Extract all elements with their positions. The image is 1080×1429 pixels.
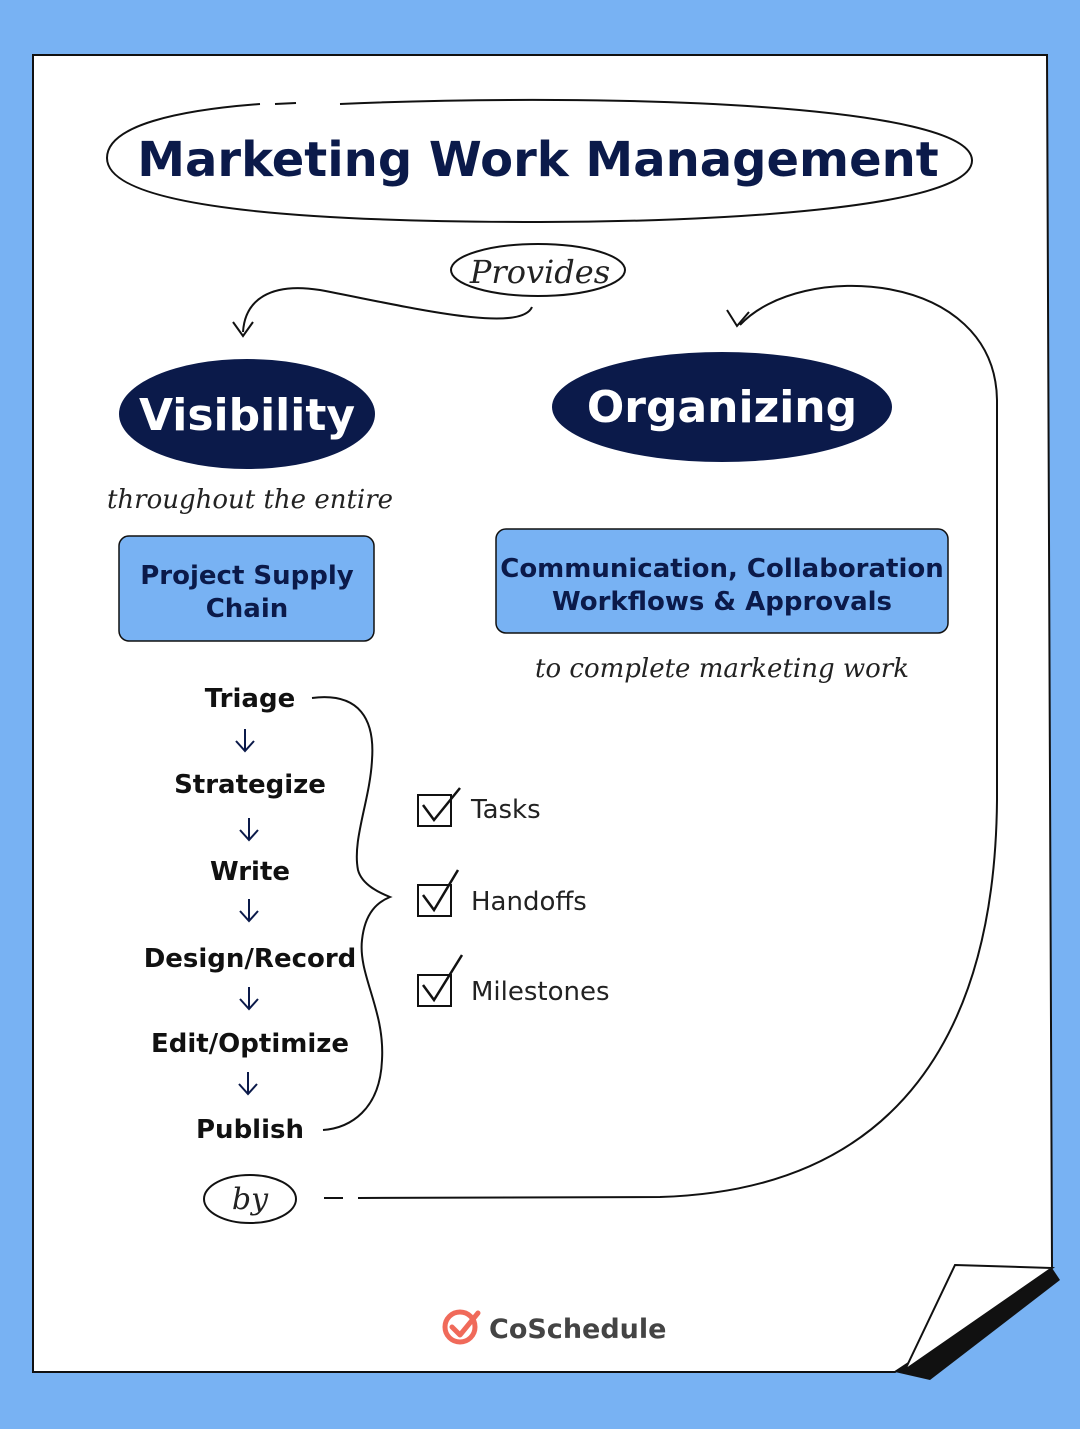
checkmark-icon — [421, 954, 464, 1003]
communication-line-2: Workflows & Approvals — [552, 587, 892, 617]
step-publish: Publish — [196, 1115, 304, 1145]
step-design-record: Design/Record — [144, 944, 357, 974]
loop-arrow-head-icon — [726, 309, 750, 328]
step-arrow-icon — [239, 987, 259, 1011]
check-item-milestones: Milestones — [471, 977, 610, 1007]
check-item-tasks: Tasks — [470, 795, 541, 825]
project-supply-chain-line-1: Project Supply — [140, 561, 354, 591]
organizing-pill — [552, 352, 892, 462]
organizing-label: Organizing — [587, 382, 857, 433]
step-edit-optimize: Edit/Optimize — [151, 1029, 349, 1059]
visibility-pill — [119, 359, 375, 469]
provides-label: Provides — [469, 253, 610, 291]
project-supply-chain-line-2: Chain — [206, 594, 289, 624]
communication-line-1: Communication, Collaboration — [500, 554, 944, 584]
step-arrow-icon — [238, 1072, 258, 1096]
by-ellipse — [203, 1174, 297, 1224]
check-item-handoffs: Handoffs — [471, 887, 587, 917]
page-curl-shadow — [895, 1268, 1060, 1380]
checkmark-icon — [421, 869, 460, 913]
page-curl-flap — [902, 1263, 1056, 1373]
visibility-subtitle: throughout the entire — [107, 485, 393, 515]
coschedule-logo-check-icon — [449, 1310, 481, 1338]
step-arrow-icon — [239, 899, 259, 923]
page-title: Marketing Work Management — [137, 132, 939, 188]
visibility-label: Visibility — [139, 390, 355, 441]
arrow-to-visibility — [242, 287, 533, 333]
step-triage: Triage — [205, 684, 295, 714]
project-supply-chain-box — [118, 535, 375, 642]
title-ellipse-dash — [274, 102, 297, 105]
checkbox-icon — [417, 794, 452, 827]
checkmark-icon — [421, 787, 461, 823]
coschedule-logo-icon — [442, 1309, 478, 1345]
title-ellipse — [105, 98, 974, 224]
arrow-to-visibility-head-icon — [232, 321, 254, 338]
checkbox-icon — [417, 884, 452, 917]
step-arrow-icon — [235, 729, 255, 753]
checkbox-icon — [417, 974, 452, 1007]
by-label: by — [232, 1182, 269, 1217]
brand-name: CoSchedule — [489, 1314, 666, 1345]
organizing-subtitle: to complete marketing work — [535, 654, 909, 684]
curly-brace — [311, 696, 393, 1131]
step-strategize: Strategize — [174, 770, 326, 800]
provides-ellipse — [450, 243, 626, 297]
step-write: Write — [210, 857, 290, 887]
loop-arrow-to-organizing — [357, 284, 998, 1199]
step-arrow-icon — [239, 818, 259, 842]
communication-box — [495, 528, 949, 634]
